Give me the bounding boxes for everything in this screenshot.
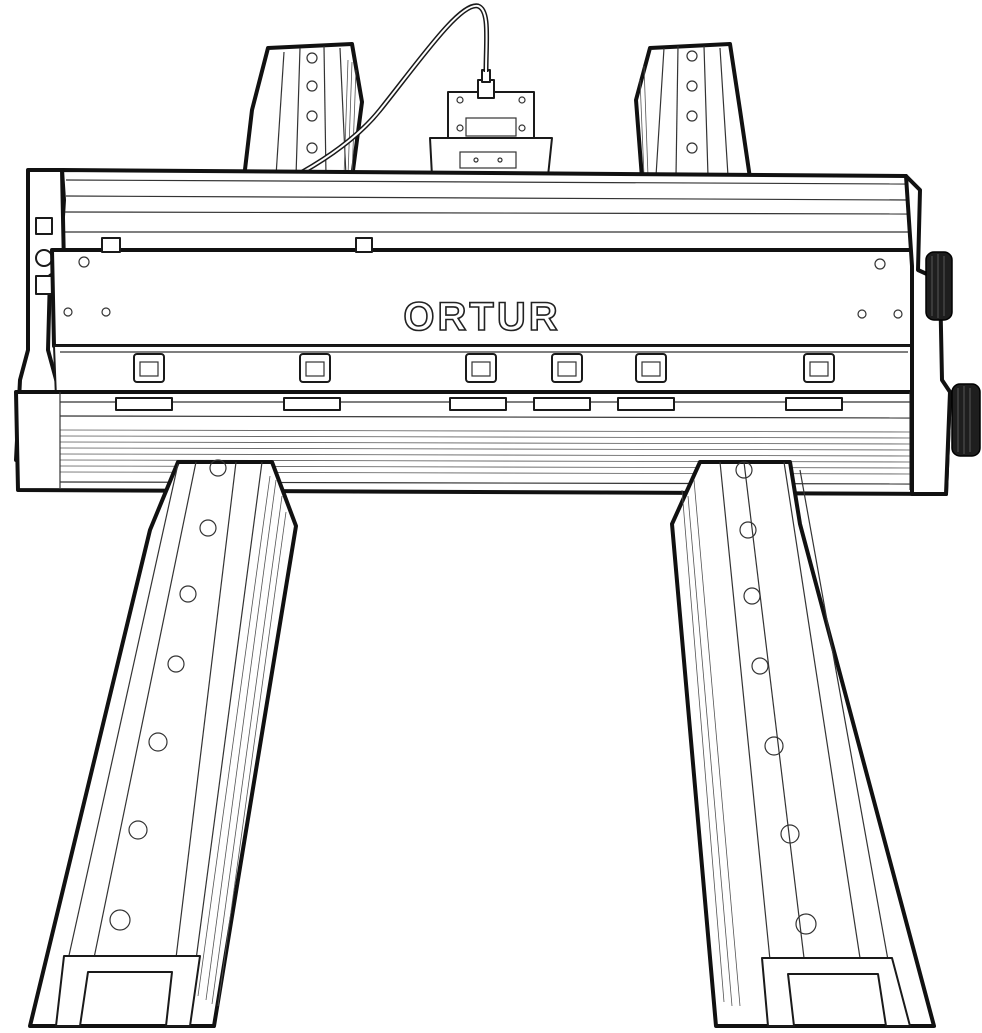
- front-left-rail: [28, 459, 298, 1028]
- roller-wheel: [283, 353, 341, 411]
- back-left-rail: [242, 42, 364, 180]
- adjustment-knob-upper: [925, 251, 953, 321]
- adjustment-knob-lower: [951, 383, 981, 457]
- cable-connector-mount: [429, 69, 553, 177]
- roller-wheel: [617, 353, 675, 411]
- back-right-rail: [634, 42, 752, 180]
- roller-wheels: [115, 353, 843, 411]
- roller-wheel: [785, 353, 843, 411]
- brand-logo: ORTUR: [403, 295, 560, 339]
- roller-wheel: [115, 353, 173, 411]
- roller-wheel: [449, 353, 507, 411]
- gantry-body: ORTUR: [14, 168, 952, 496]
- front-right-rail: [670, 460, 936, 1028]
- roller-wheel: [533, 353, 591, 411]
